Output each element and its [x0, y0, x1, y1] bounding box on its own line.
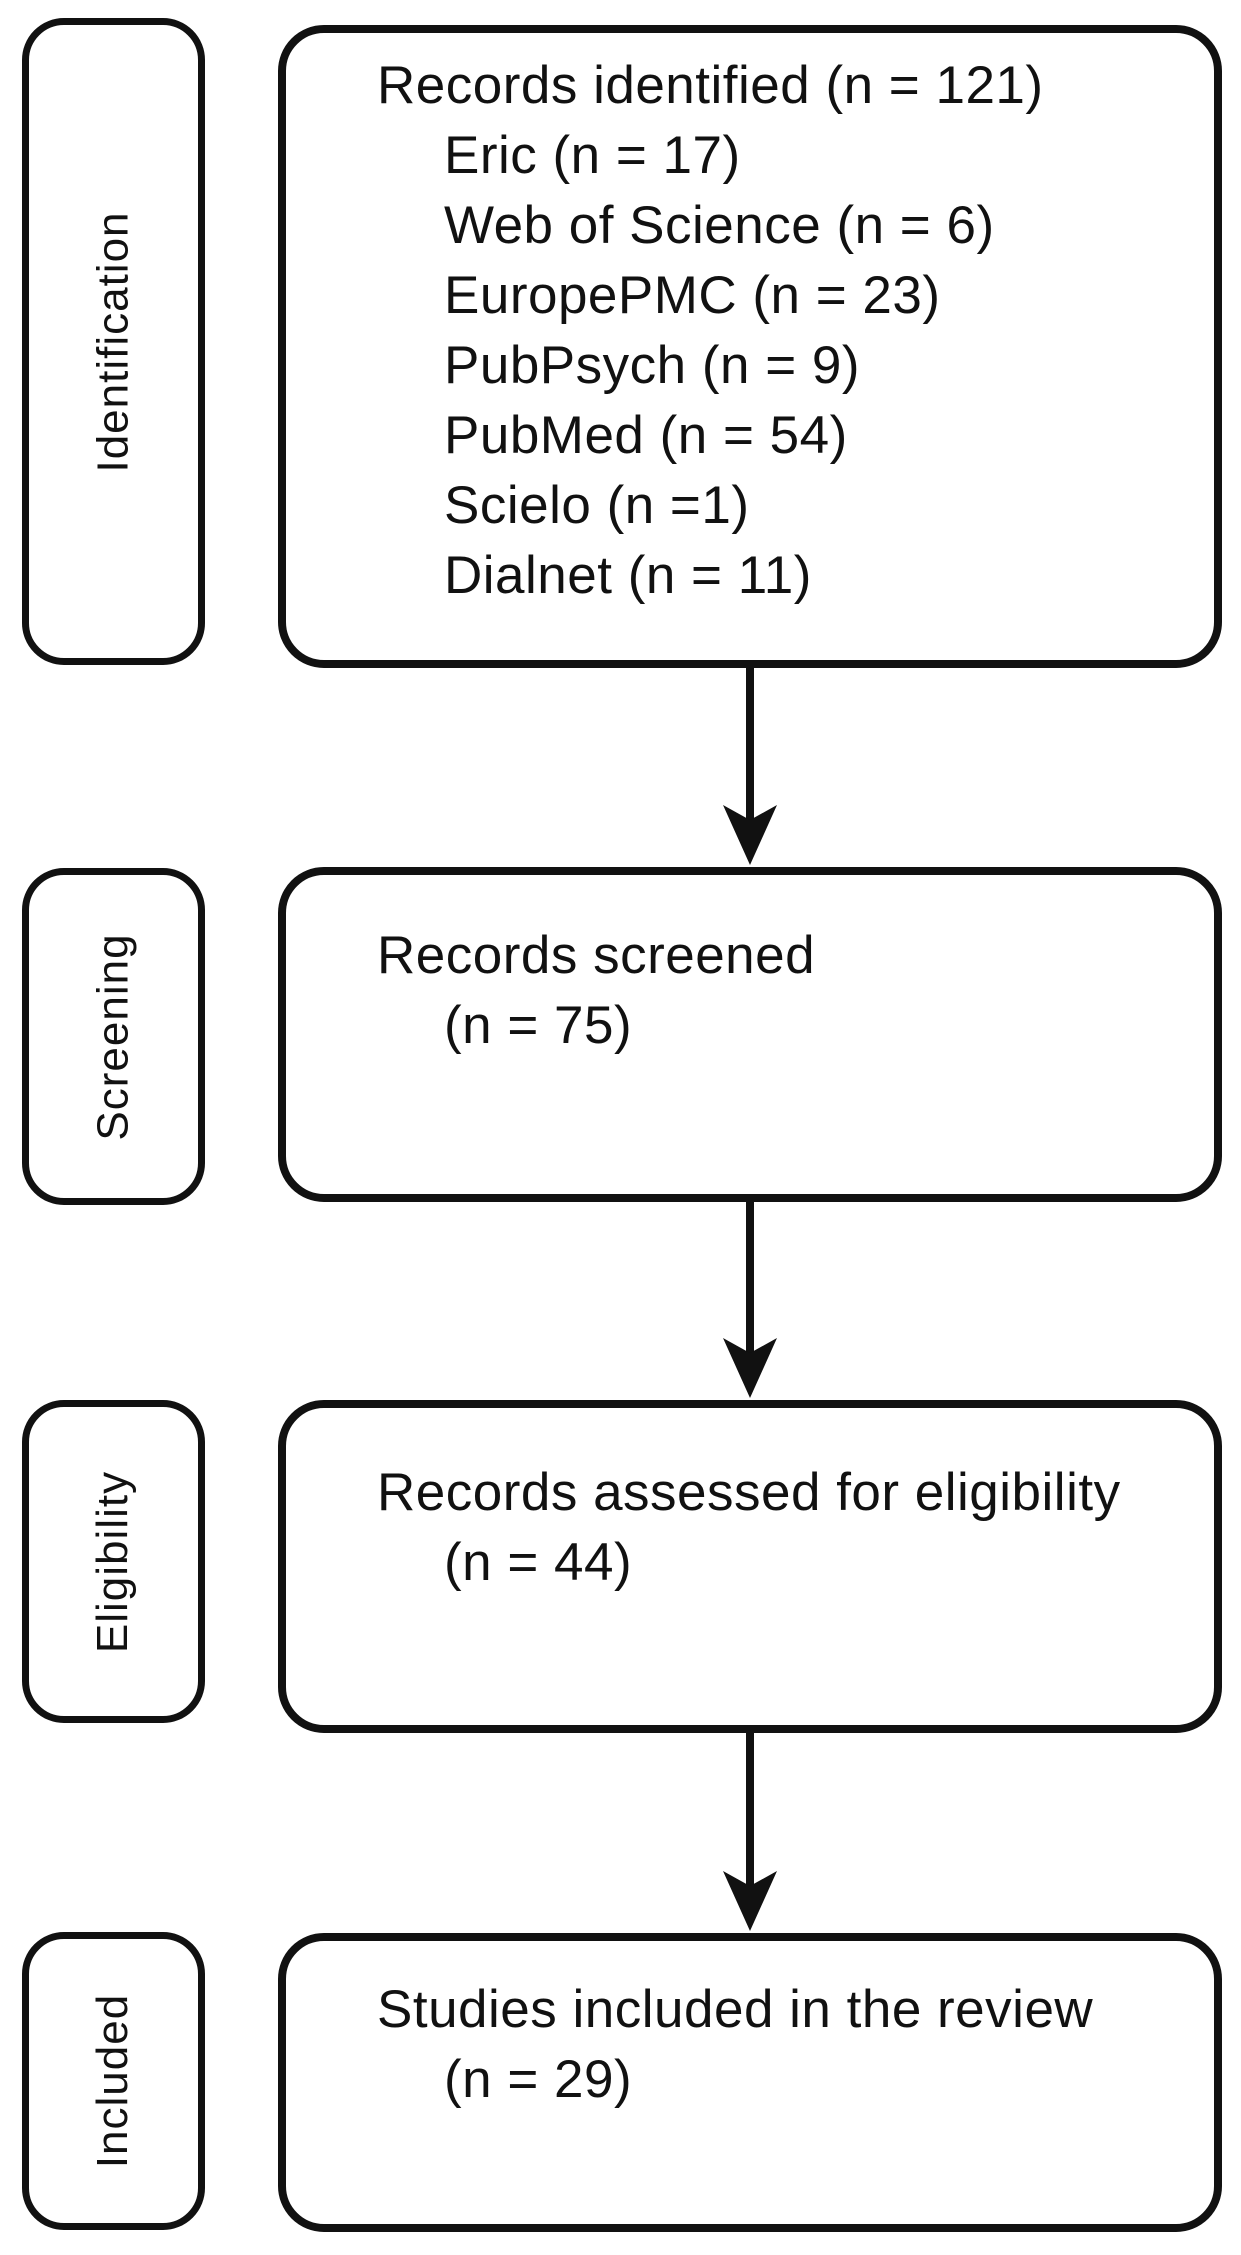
down-arrow-icon — [720, 668, 780, 865]
stage-label-screening: Screening — [88, 932, 138, 1141]
box-title: Studies included in the review — [377, 1980, 1094, 2039]
stage-box-screening: Screening — [22, 868, 205, 1205]
flow-box-records-screened: Records screened (n = 75) — [278, 867, 1222, 1202]
source-list-item: Eric (n = 17) — [444, 126, 741, 185]
source-list-item: PubMed (n = 54) — [444, 406, 848, 465]
stage-label-eligibility: Eligibility — [88, 1470, 138, 1653]
stage-label-included: Included — [88, 1993, 138, 2169]
source-list-item: PubPsych (n = 9) — [444, 336, 861, 395]
stage-label-identification: Identification — [88, 210, 138, 473]
stage-box-eligibility: Eligibility — [22, 1400, 205, 1723]
box-count: (n = 29) — [444, 2050, 633, 2109]
box-count: (n = 75) — [444, 996, 633, 1055]
box-title: Records screened — [377, 926, 816, 985]
source-list-item: Scielo (n =1) — [444, 476, 750, 535]
down-arrow-icon — [720, 1202, 780, 1398]
flow-box-studies-included: Studies included in the review (n = 29) — [278, 1933, 1222, 2232]
flow-box-records-identified: Records identified (n = 121) Eric (n = 1… — [278, 25, 1222, 668]
box-title: Records assessed for eligibility — [377, 1463, 1121, 1522]
source-list-item: Dialnet (n = 11) — [444, 546, 812, 605]
box-title: Records identified (n = 121) — [377, 56, 1044, 115]
source-list-item: EuropePMC (n = 23) — [444, 266, 941, 325]
stage-box-identification: Identification — [22, 18, 205, 665]
down-arrow-icon — [720, 1733, 780, 1931]
box-count: (n = 44) — [444, 1533, 633, 1592]
source-list-item: Web of Science (n = 6) — [444, 196, 995, 255]
stage-box-included: Included — [22, 1932, 205, 2230]
flow-box-records-assessed: Records assessed for eligibility (n = 44… — [278, 1400, 1222, 1733]
